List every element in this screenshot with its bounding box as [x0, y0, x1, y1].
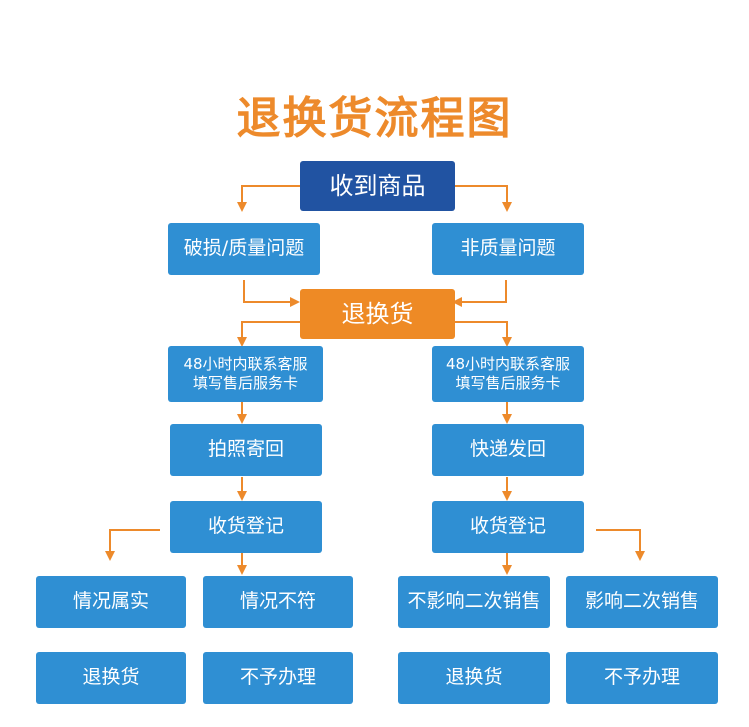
node-contact-right: 48小时内联系客服 填写售后服务卡 — [432, 346, 584, 402]
contact-left-line2: 填写售后服务卡 — [192, 374, 298, 392]
arrow-received-to-nonquality — [455, 185, 512, 212]
node-return-exchange: 退换货 — [300, 289, 455, 339]
node-result-reject-2: 不予办理 — [566, 652, 718, 704]
contact-right-line2: 填写售后服务卡 — [455, 374, 561, 392]
node-received: 收到商品 — [300, 161, 455, 211]
node-result-reject-1: 不予办理 — [203, 652, 353, 704]
node-contact-left: 48小时内联系客服 填写售后服务卡 — [168, 346, 323, 402]
node-register-left: 收货登记 — [170, 501, 322, 553]
arrow-register-to-fact — [105, 529, 160, 561]
contact-right-line1: 48小时内联系客服 — [445, 355, 571, 374]
node-damaged-quality: 破损/质量问题 — [168, 223, 320, 275]
arrow-hub-to-contact-left — [237, 321, 300, 347]
arrow-damaged-to-hub — [243, 280, 300, 307]
node-register-right: 收货登记 — [432, 501, 584, 553]
arrow-register-to-affect — [596, 529, 645, 561]
node-photo-send: 拍照寄回 — [170, 424, 322, 476]
arrow-hub-to-contact-right — [455, 321, 512, 347]
node-express-send: 快递发回 — [432, 424, 584, 476]
node-mismatch: 情况不符 — [203, 576, 353, 628]
node-affect: 影响二次销售 — [566, 576, 718, 628]
arrow-nonquality-to-hub — [452, 280, 507, 307]
contact-left-line1: 48小时内联系客服 — [183, 355, 308, 374]
arrow-received-to-damaged — [237, 185, 300, 212]
node-non-quality: 非质量问题 — [432, 223, 584, 275]
node-fact: 情况属实 — [36, 576, 186, 628]
diagram-title: 退换货流程图 — [236, 93, 513, 144]
node-result-exchange-1: 退换货 — [36, 652, 186, 704]
node-result-exchange-2: 退换货 — [398, 652, 550, 704]
node-no-effect: 不影响二次销售 — [398, 576, 550, 628]
